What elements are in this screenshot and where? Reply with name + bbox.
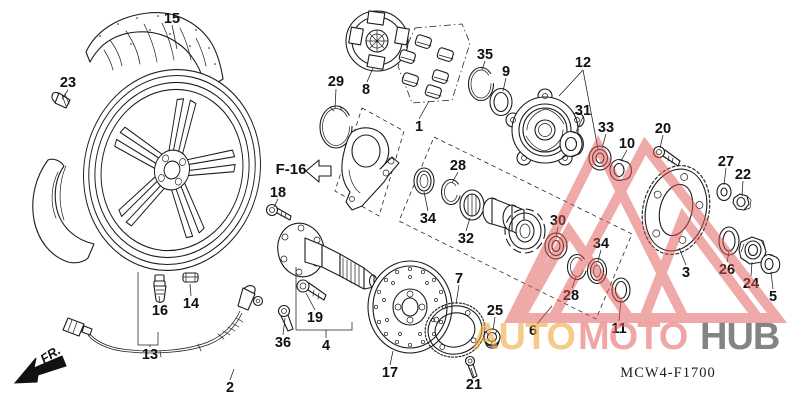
- part-label-32: 32: [458, 231, 474, 247]
- diagram-code: MCW4-F1700: [620, 365, 715, 381]
- part-label-17: 17: [382, 365, 398, 381]
- part-label-9: 9: [502, 64, 510, 80]
- bolt-19: [296, 279, 327, 301]
- rear-wheel: [83, 68, 261, 272]
- part-label-6: 6: [529, 323, 537, 339]
- part-label-19: 19: [307, 310, 323, 326]
- cap-5: [760, 253, 781, 275]
- part-label-28: 28: [450, 158, 466, 174]
- snap-ring-35: [467, 66, 495, 102]
- rear-axle-4: [277, 222, 378, 290]
- part-label-13: 13: [142, 347, 158, 363]
- wheel-weight-14: [182, 272, 199, 283]
- part-label-29: 29: [328, 74, 344, 90]
- watermark-triangle-small-right: [636, 207, 768, 323]
- part-label-1: 1: [415, 119, 423, 135]
- driven-flange-collar: [482, 197, 546, 254]
- brake-disc-17: [367, 260, 453, 354]
- part-label-2: 2: [226, 380, 234, 396]
- oil-seal-34-left: [413, 167, 435, 195]
- part-label-8: 8: [362, 82, 370, 98]
- snap-ring-28-left: [440, 178, 462, 206]
- leader-lines: [61, 24, 774, 381]
- needle-bearing-32: [459, 189, 485, 221]
- watermark-text-moto: MOTO: [578, 316, 687, 358]
- part-label-23: 23: [60, 75, 76, 91]
- part-label-4: 4: [322, 338, 330, 354]
- watermark-text-auto: AUTO: [472, 316, 575, 358]
- part-label-34: 34: [420, 211, 436, 227]
- part-label-7: 7: [455, 271, 463, 287]
- tire-inner-half: [32, 158, 95, 264]
- bolt-36: [277, 304, 294, 332]
- watermark-logo: [503, 134, 788, 323]
- axle-nut-24: [738, 236, 767, 265]
- fr-arrow-icon: FR.: [13, 343, 67, 384]
- f16-arrow-icon: [305, 159, 332, 183]
- speed-sensor-2: [62, 285, 264, 358]
- circlip-29: [319, 105, 353, 149]
- damper-set-1: [397, 23, 471, 104]
- part-label-21: 21: [466, 377, 482, 393]
- brake-stay-bracket: [334, 107, 405, 217]
- watermark-text-hub: HUB: [700, 316, 779, 358]
- f16-ref-label: F-16: [276, 161, 307, 178]
- part-label-33: 33: [598, 120, 614, 136]
- part-label-3: 3: [682, 265, 690, 281]
- part-label-15: 15: [164, 11, 180, 27]
- watermark-triangle-small-left: [511, 221, 639, 323]
- wheel-hub-12: [505, 88, 585, 166]
- pulser-ring-7: [424, 302, 486, 358]
- part-label-5: 5: [769, 289, 777, 305]
- washer-27: [716, 182, 732, 202]
- damper-case-8: [345, 10, 410, 72]
- part-label-14: 14: [183, 296, 199, 312]
- part-label-36: 36: [275, 335, 291, 351]
- lock-nut-25: [483, 328, 501, 349]
- bolt-21: [464, 355, 478, 379]
- part-label-27: 27: [718, 154, 734, 170]
- part-label-11: 11: [611, 321, 626, 337]
- part-label-12: 12: [575, 55, 591, 71]
- part-label-20: 20: [655, 121, 671, 137]
- dust-seal-9: [489, 87, 513, 117]
- nut-22: [732, 193, 752, 211]
- part-label-22: 22: [735, 167, 751, 183]
- part-label-31: 31: [575, 103, 591, 119]
- part-label-16: 16: [152, 303, 168, 319]
- bearing-31: [559, 130, 584, 158]
- part-label-25: 25: [487, 303, 503, 319]
- bolt-18: [265, 203, 292, 221]
- part-label-18: 18: [270, 185, 286, 201]
- part-label-10: 10: [619, 136, 635, 152]
- watermark-text: AUTO MOTO HUB: [472, 316, 780, 358]
- tire-valve-16: [153, 274, 167, 303]
- valve-cap-23: [51, 91, 71, 109]
- part-label-35: 35: [477, 47, 493, 63]
